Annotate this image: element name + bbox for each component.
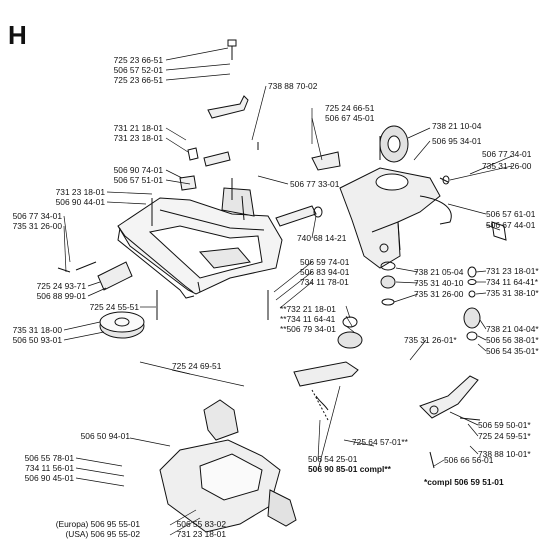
part-label: 738 88 10-01* [478,449,531,459]
part-label: 506 83 94-01 [300,267,350,277]
part-label: 506 90 74-01 [113,165,163,175]
main-frame-part [117,187,283,299]
part-label: 506 50 93-01 [12,335,62,345]
part-label: 506 95 34-01 [432,136,482,146]
part-label: 735 31 26-01* [404,335,457,345]
part-label: 506 67 44-01 [486,220,536,230]
part-label: 506 57 61-01 [486,209,536,219]
part-label: **734 11 64-41 [280,314,336,324]
part-label: 725 24 55-51 [89,302,139,312]
part-label: 506 56 38-01* [486,335,539,345]
part-label: 731 21 18-01 [113,123,163,133]
part-label: 738 21 10-04 [432,121,482,131]
part-label: 738 88 70-02 [268,81,318,91]
part-label: 725 24 66-51 [325,103,375,113]
part-label: 506 55 78-01 [24,453,74,463]
part-label: 725 64 57-01** [352,437,408,447]
shaft-part [275,205,323,227]
part-label: 738 21 04-04* [486,324,539,334]
part-label: 506 50 94-01 [80,431,130,441]
part-label: 506 59 74-01 [300,257,350,267]
part-label: 735 31 26-00 [12,221,62,231]
lever-assembly-part [293,316,363,421]
part-label: **732 21 18-01 [280,304,336,314]
part-label: 735 31 26-00 [414,289,464,299]
part-label: (Europa) 506 95 55-01 [55,519,140,529]
part-label: 725 24 69-51 [172,361,222,371]
part-label: 506 90 45-01 [24,473,74,483]
part-label: (USA) 506 95 55-02 [65,529,141,539]
part-label: 506 88 99-01 [36,291,86,301]
part-label: 735 31 18-00 [12,325,62,335]
part-label: 506 77 33-01 [290,179,340,189]
part-label: 734 11 64-41* [486,277,538,287]
part-label: 735 31 40-10 [414,278,464,288]
part-label: 740 68 14-21 [297,233,347,243]
part-label: 734 11 56-01 [25,463,74,473]
part-label: 506 54 25-01 [308,454,358,464]
section-letter: H [8,20,27,50]
part-label: 506 77 34-01 [482,149,532,159]
gearbox-part [159,399,297,533]
roller-part [379,125,409,163]
part-label: 734 11 78-01 [300,277,349,287]
part-label: 506 55 83-02 [176,519,226,529]
part-label: 506 77 34-01 [12,211,62,221]
part-label: 506 59 50-01* [478,420,531,430]
part-label: 731 23 18-01 [55,187,105,197]
part-label: 725 23 66-51 [113,75,163,85]
part-label: 725 24 59-51* [478,431,531,441]
part-label: 506 67 45-01 [325,113,375,123]
part-label: 506 57 51-01 [113,175,163,185]
part-label: 506 90 85-01 compl** [308,464,391,474]
part-label: 731 23 18-01 [176,529,226,539]
part-label: 735 31 38-10* [486,288,539,298]
part-label: 506 66 56-01 [444,455,494,465]
part-label: 725 24 93-71 [36,281,86,291]
part-label: **506 79 34-01 [280,324,336,334]
pulley-part [99,311,145,339]
compl-note: *compl 506 59 51-01 [424,477,504,487]
part-label: 725 23 66-51 [113,55,163,65]
part-label: 506 57 52-01 [113,65,163,75]
pivot-housing-part [339,167,452,269]
right-arm-part [419,375,481,469]
part-label: 506 54 35-01* [486,346,539,356]
part-label: 738 21 05-04 [414,267,464,277]
part-label: 735 31 26-00 [482,161,532,171]
part-label: 731 23 18-01* [486,266,539,276]
part-label: 731 23 18-01 [113,133,163,143]
part-label: 506 90 44-01 [55,197,105,207]
